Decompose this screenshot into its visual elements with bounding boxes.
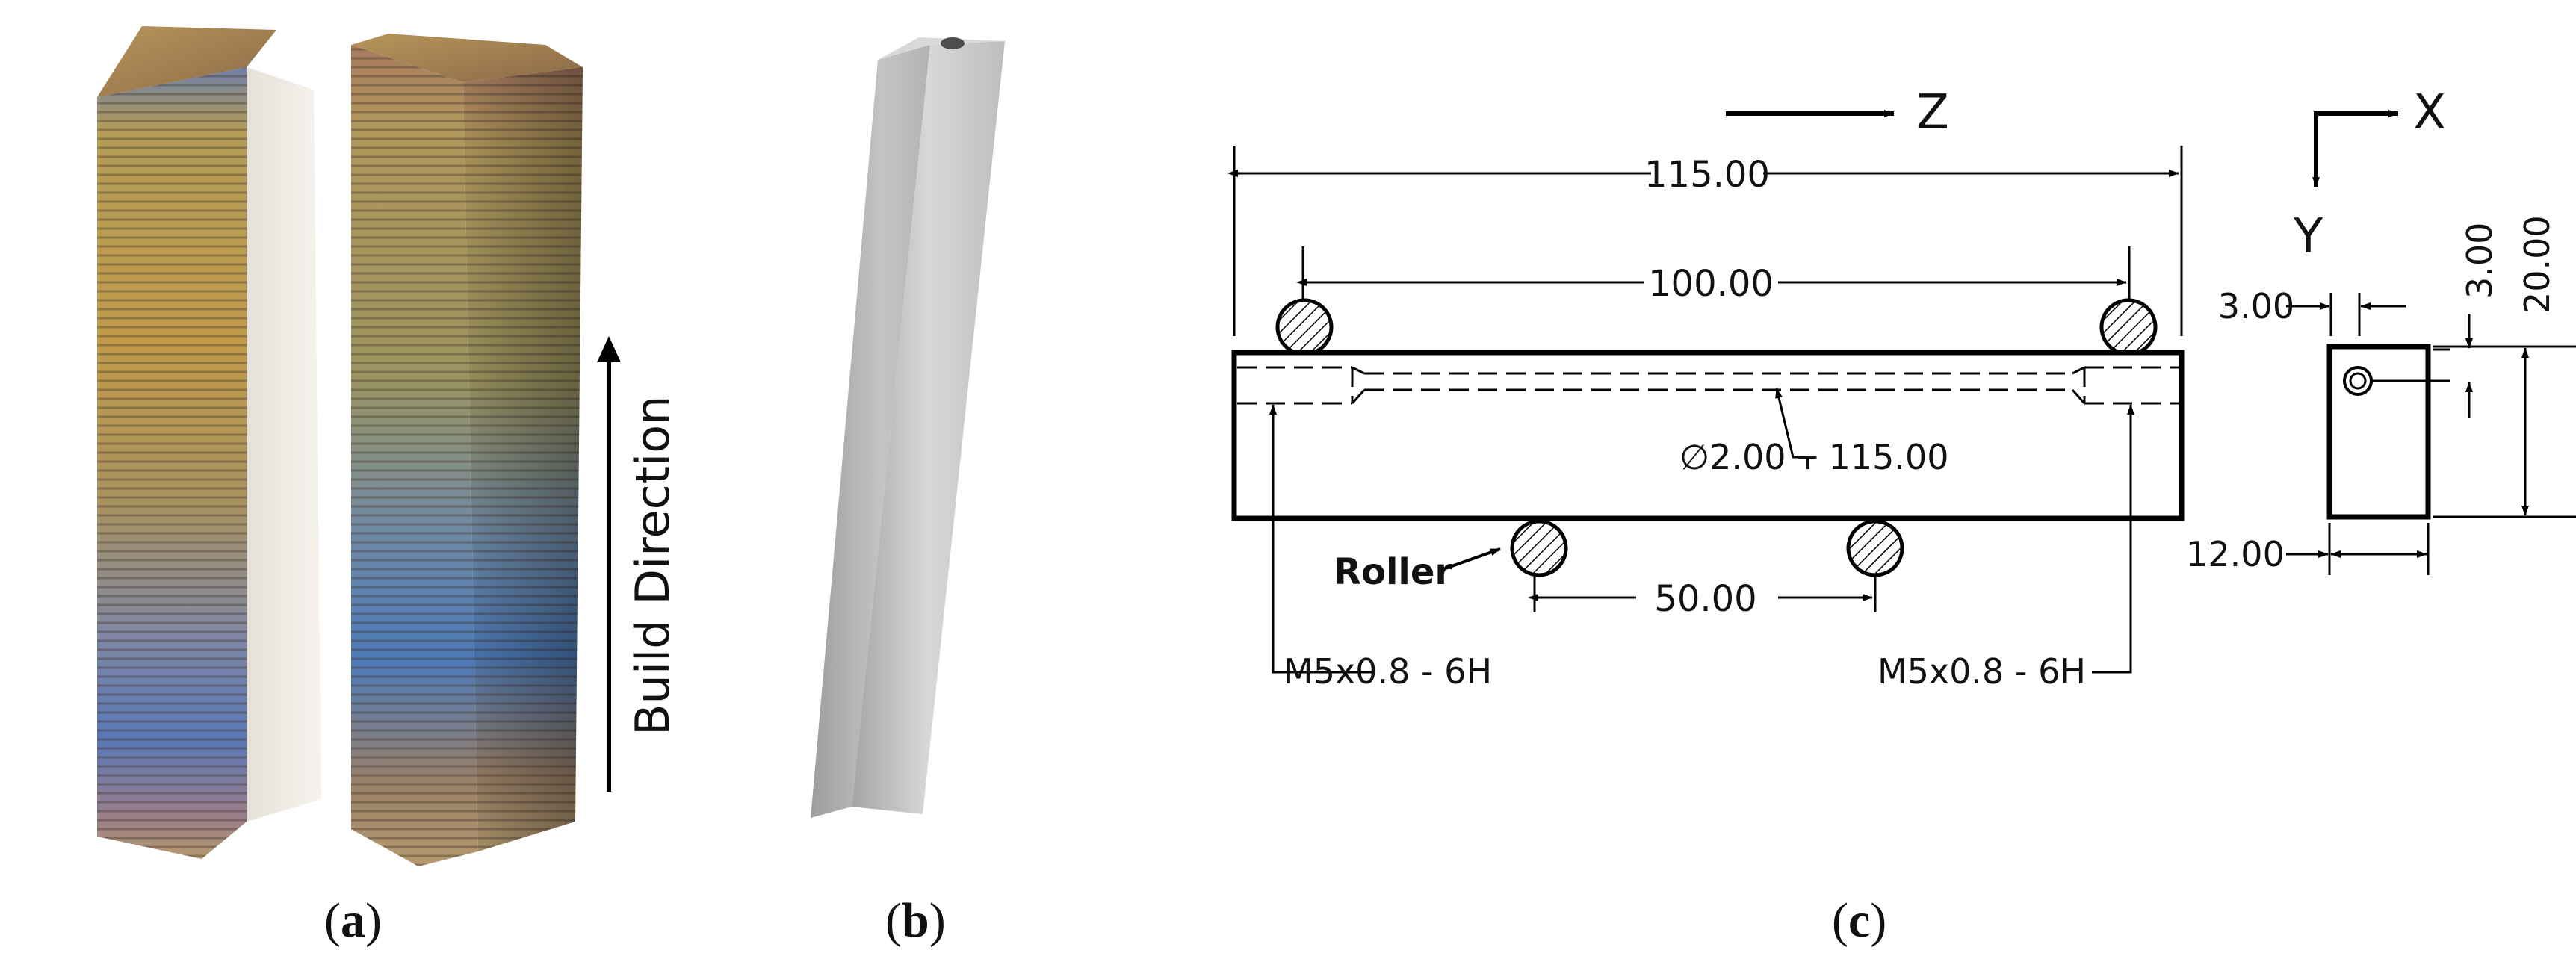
x-axis-label: X [2413, 85, 2446, 140]
overall-length-value: 115.00 [1644, 154, 1770, 196]
thread-leader-right [2092, 404, 2134, 674]
thread-callout-left: M5x0.8 - 6H [1284, 651, 1492, 692]
height-value: 20.00 [2517, 215, 2557, 314]
caption-c: (c) [1832, 893, 1887, 948]
caption-a: (a) [324, 893, 382, 948]
cross-section-hole-inner [2349, 372, 2367, 390]
machined-specimen-front [811, 45, 930, 818]
specimen-front-view [1231, 350, 2185, 521]
panel-b-photo [811, 37, 1005, 818]
width-value: 12.00 [2186, 534, 2285, 574]
hidden-lines [1237, 366, 2179, 405]
build-direction-label: Build Direction [625, 396, 680, 736]
support-span-value: 100.00 [1648, 263, 1774, 305]
z-axis-label: Z [1916, 85, 1949, 140]
panel-a-photo: Build Direction [97, 26, 680, 866]
y-axis-label: Y [2293, 209, 2323, 264]
roller-label: Roller [1334, 551, 1452, 593]
threaded-hole [941, 37, 965, 49]
hole-callout: ∅2.00 ⫟ 115.00 [1679, 437, 1949, 477]
caption-b: (b) [885, 893, 946, 948]
thread-callout-right: M5x0.8 - 6H [1877, 651, 2086, 692]
hole-offset-y-value: 3.00 [2459, 223, 2500, 299]
loading-span-value: 50.00 [1654, 578, 1756, 620]
support-roller-right [2099, 298, 2158, 356]
hole-callout-leader [1775, 388, 1815, 459]
loading-roller-right [1846, 519, 1904, 577]
specimen-2-top [351, 34, 583, 82]
panel-c-drawing: Z 115.00 100.00 [1227, 85, 2576, 692]
specimen-1-top [97, 26, 276, 97]
hole-offset-x-value: 3.00 [2218, 286, 2294, 326]
loading-roller-left [1510, 519, 1568, 577]
support-roller-left [1275, 298, 1334, 356]
machined-specimen-top [878, 37, 1005, 60]
machined-specimen-side [852, 41, 1005, 814]
cross-section-hole-outer [2343, 366, 2373, 396]
specimen-1-side [247, 67, 321, 822]
specimen-cross-section [2326, 344, 2431, 520]
thread-leader-left [1269, 404, 1375, 674]
